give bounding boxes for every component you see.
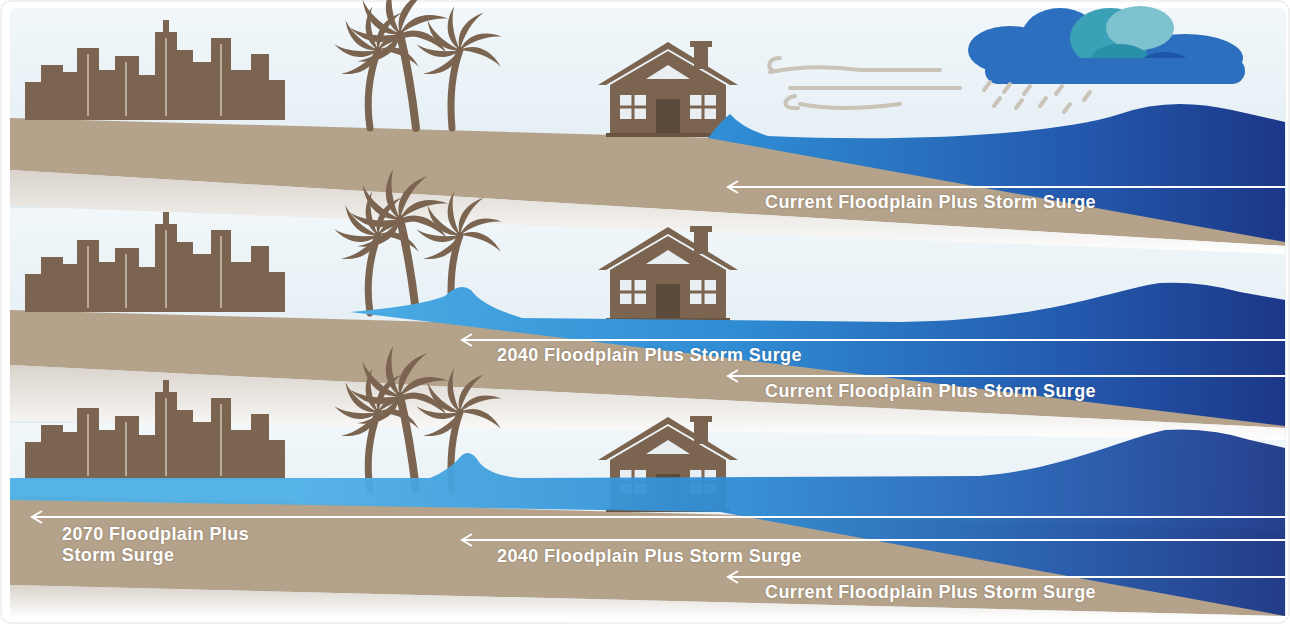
illustration-shape (984, 82, 990, 90)
extent-arrow (32, 511, 1285, 523)
illustration-shape (786, 96, 798, 108)
illustration-shape (1004, 84, 1010, 92)
extent-arrow (728, 181, 1285, 193)
floodplain-label: 2040 Floodplain Plus Storm Surge (497, 345, 802, 366)
illustration-shape (1064, 104, 1070, 112)
panel-current (10, 0, 1285, 254)
illustration-shape (1016, 100, 1022, 108)
illustration-shape (985, 58, 1245, 84)
illustration-shape (598, 226, 738, 322)
floodplain-label: Current Floodplain Plus Storm Surge (765, 192, 1096, 213)
illustration-shape (769, 58, 780, 70)
wind-lines (769, 58, 960, 108)
floodplain-label: Current Floodplain Plus Storm Surge (765, 381, 1096, 402)
illustration-shape (25, 380, 285, 480)
storm-surge-water (708, 104, 1285, 242)
illustration-shape (333, 0, 504, 128)
floodplain-label: Current Floodplain Plus Storm Surge (765, 582, 1096, 603)
illustration-shape (1040, 98, 1046, 106)
illustration-shape (770, 67, 940, 72)
rain (984, 82, 1090, 112)
storm-surge-water (350, 283, 1285, 426)
storm-cloud (968, 6, 1245, 84)
panel-2070 (10, 346, 1285, 618)
skies (10, 8, 1286, 616)
illustration-shape (1106, 6, 1174, 50)
illustration-shape (1084, 92, 1090, 100)
illustration-shape (1056, 86, 1062, 94)
floodplain-label: 2070 Floodplain Plus Storm Surge (62, 524, 252, 566)
extent-arrow (728, 370, 1285, 382)
illustration-shape (25, 20, 285, 120)
extent-arrow (462, 334, 1285, 346)
panel-2040 (10, 169, 1285, 440)
storm-surge-water (10, 429, 1285, 616)
extent-arrow (728, 571, 1285, 583)
floodplain-label: 2040 Floodplain Plus Storm Surge (497, 546, 802, 567)
illustration-shape (598, 41, 738, 137)
illustration-shape (1024, 86, 1030, 94)
illustration-shape (994, 98, 1000, 106)
illustration-shape (333, 169, 504, 313)
extent-arrow (462, 534, 1285, 546)
illustration-shape (800, 104, 900, 108)
illustration-shape (25, 212, 285, 312)
illustration-shape (790, 86, 960, 90)
